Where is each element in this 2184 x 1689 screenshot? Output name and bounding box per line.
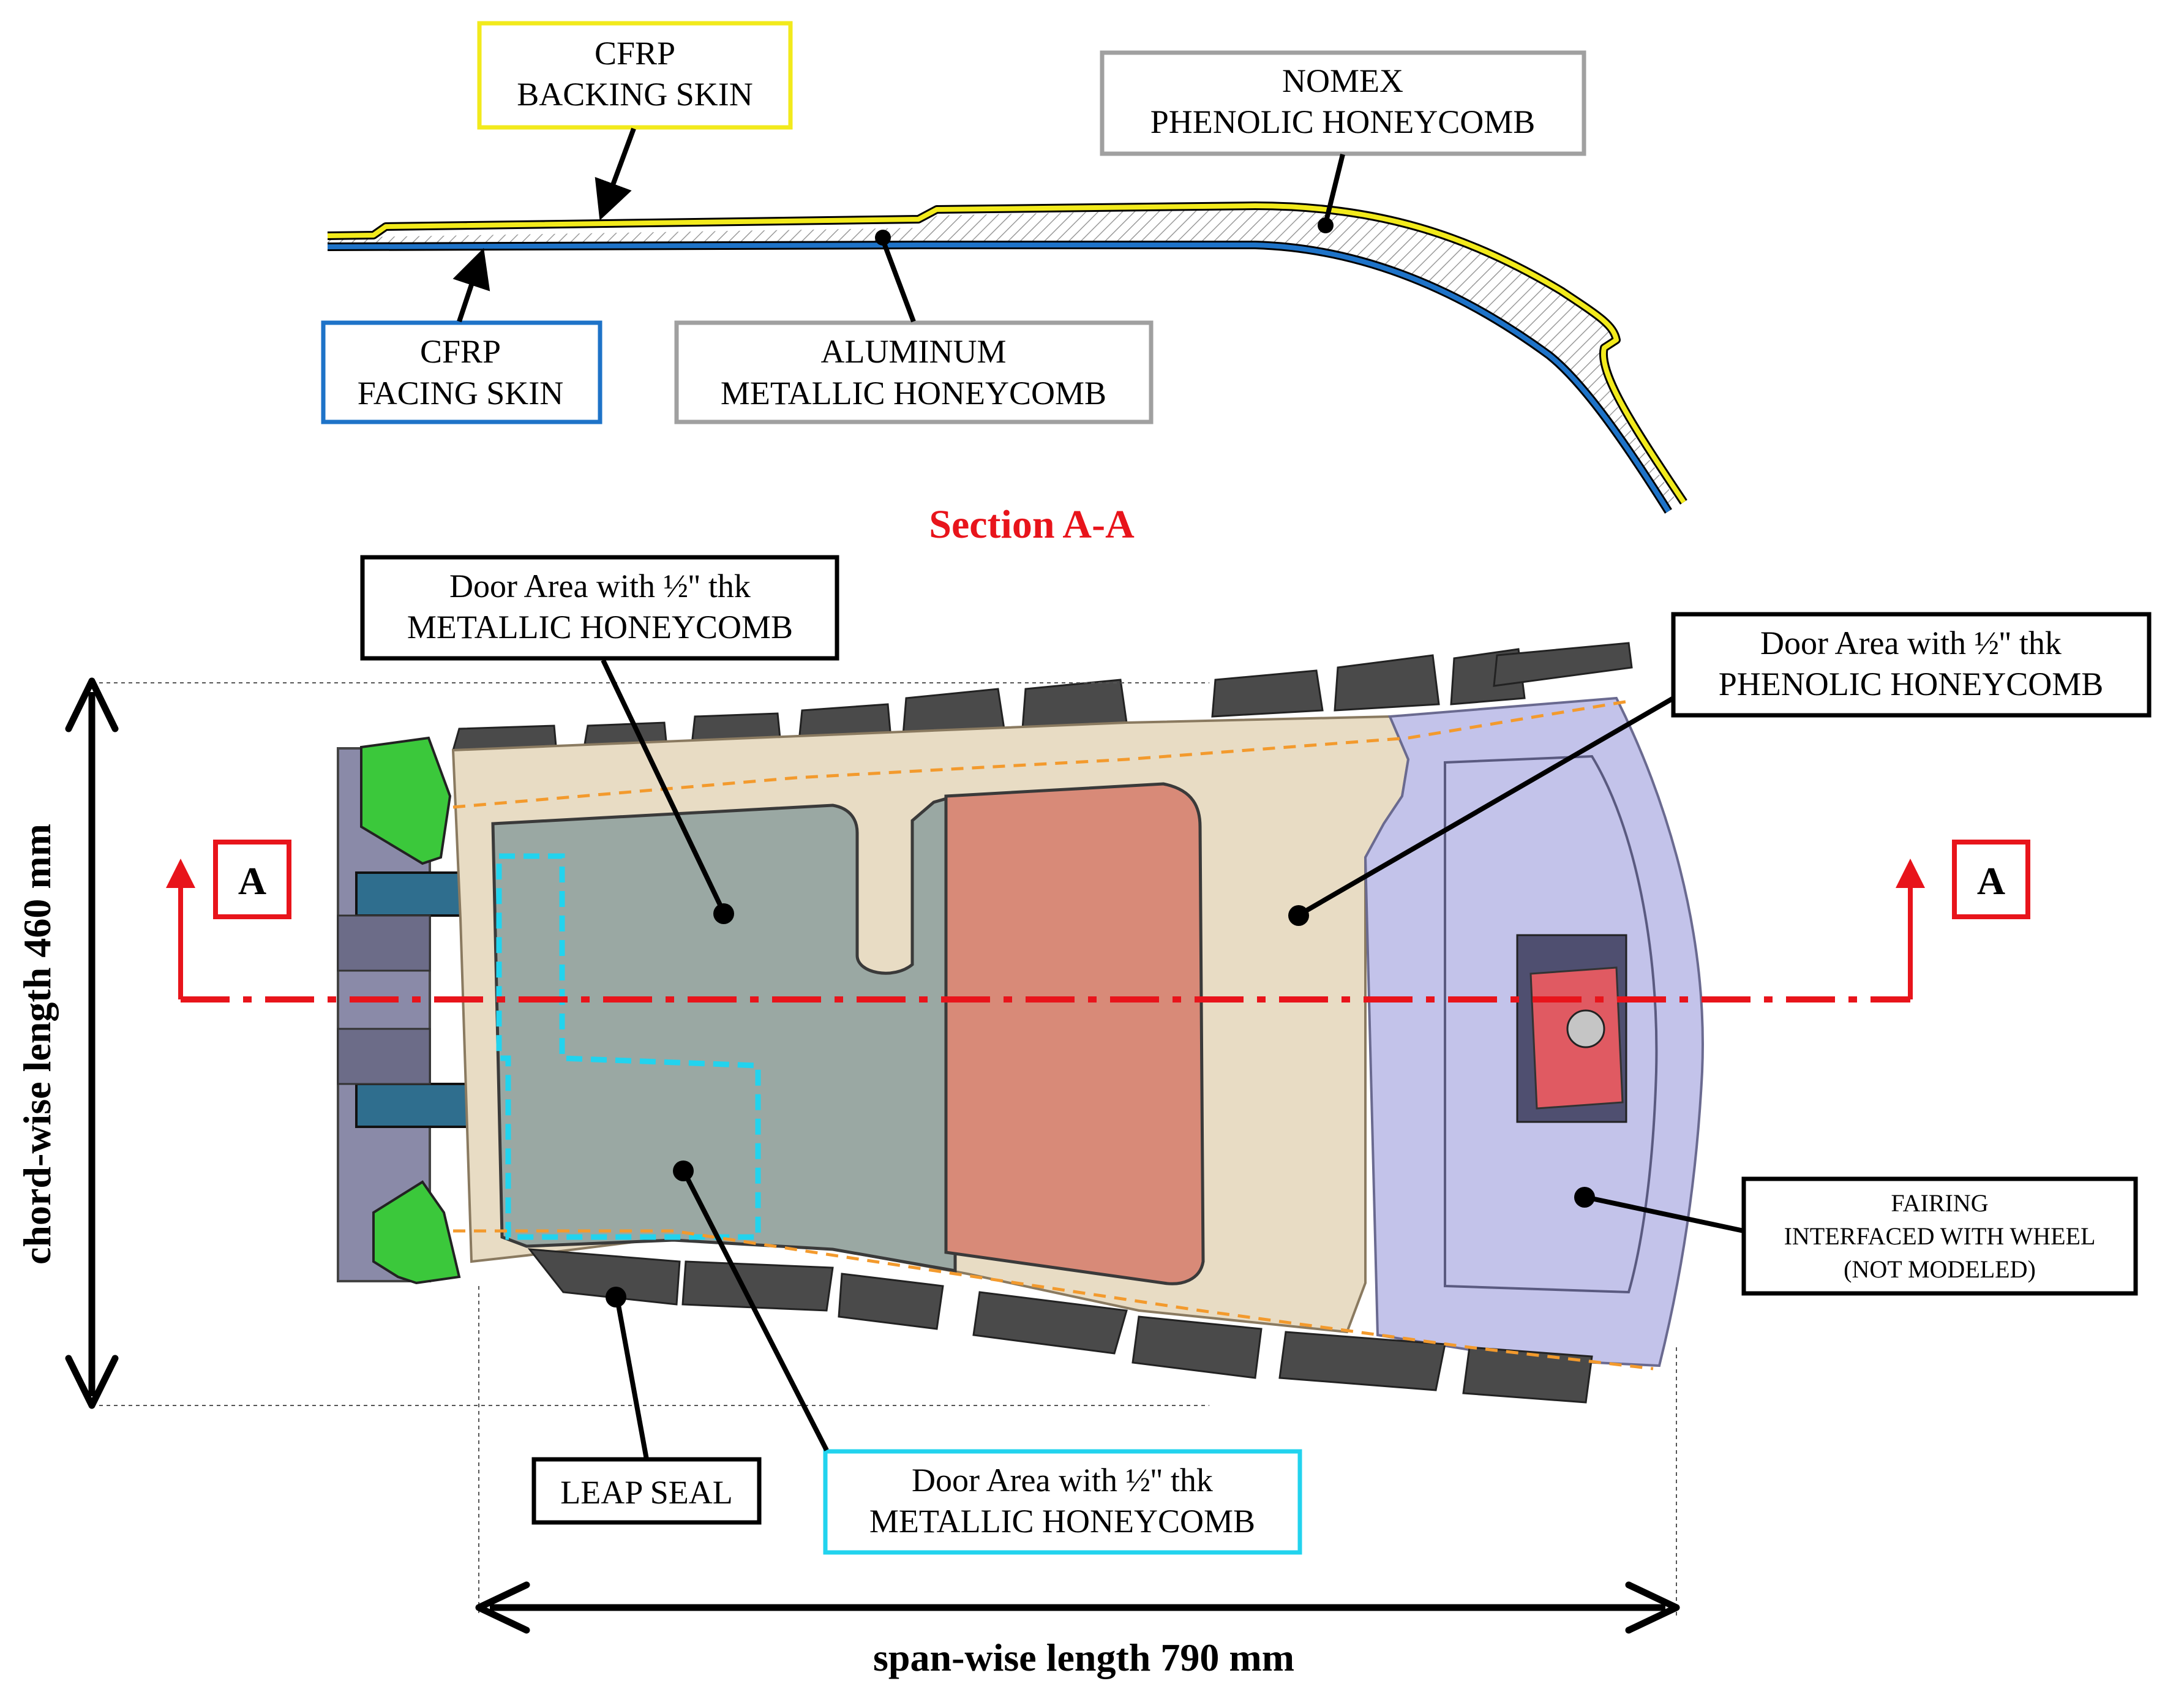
fairing-line2: INTERFACED WITH WHEEL <box>1784 1222 2096 1250</box>
backing-skin-line2: BACKING SKIN <box>517 76 753 113</box>
facing-skin-line2: FACING SKIN <box>358 375 564 412</box>
fairing-leader <box>1585 1195 1744 1233</box>
aluminum-leader <box>880 239 916 323</box>
callout-door-metallic-top: Door Area with ½'' thk METALLIC HONEYCOM… <box>360 555 839 661</box>
aluminum-line1: ALUMINUM <box>821 333 1007 370</box>
section-marker-right: A <box>1952 840 2030 919</box>
door-phenolic-dot <box>1288 905 1309 926</box>
chord-dimension: chord-wise length 460 mm <box>15 677 119 1409</box>
callout-door-metallic-bottom: Door Area with ½'' thk METALLIC HONEYCOM… <box>823 1449 1302 1555</box>
door-metallic-bottom-dot <box>673 1160 694 1181</box>
facing-skin-line1: CFRP <box>420 333 501 370</box>
section-marker-right-label: A <box>1977 859 2005 903</box>
nomex-line2: PHENOLIC HONEYCOMB <box>1150 103 1536 140</box>
door-model <box>337 642 1704 1404</box>
door-metallic-top-dot <box>713 903 734 924</box>
door-metallic-top-line2: METALLIC HONEYCOMB <box>407 609 793 645</box>
span-length-label: span-wise length 790 mm <box>873 1636 1294 1679</box>
cyan-dashed-outline <box>496 853 761 1240</box>
orange-guide-bottom <box>453 1229 1654 1371</box>
callout-fairing: FAIRING INTERFACED WITH WHEEL (NOT MODEL… <box>1741 1176 2138 1296</box>
door-metallic-bottom-line1: Door Area with ½'' thk <box>912 1462 1213 1499</box>
facing-skin-leader <box>452 247 490 323</box>
orange-guide-top <box>452 699 1629 809</box>
leap-seal-leader <box>615 1298 649 1460</box>
nomex-line1: NOMEX <box>1282 62 1403 99</box>
section-marker-left-label: A <box>238 859 266 903</box>
aluminum-dot <box>875 230 891 246</box>
section-title: Section A-A <box>929 502 1135 547</box>
fairing-dot <box>1574 1187 1595 1208</box>
door-phenolic-leader <box>1298 696 1675 917</box>
aluminum-line2: METALLIC HONEYCOMB <box>721 375 1106 412</box>
section-cut-line <box>166 859 1925 1002</box>
fairing-line1: FAIRING <box>1891 1189 1988 1217</box>
leap-seal-dot <box>606 1287 626 1307</box>
door-phenolic-line2: PHENOLIC HONEYCOMB <box>1719 666 2104 702</box>
fairing-line3: (NOT MODELED) <box>1844 1255 2036 1283</box>
span-dimension: span-wise length 790 mm <box>475 1581 1680 1679</box>
leap-seal-label: LEAP SEAL <box>560 1474 733 1511</box>
salmon-region <box>944 782 1205 1285</box>
nomex-dot <box>1318 217 1334 233</box>
chord-length-label: chord-wise length 460 mm <box>15 824 59 1265</box>
nomex-leader <box>1323 154 1345 224</box>
wheel-interface-patch <box>1516 934 1627 1123</box>
door-metallic-top-leader <box>601 659 726 914</box>
label-facing-skin: CFRP FACING SKIN <box>321 320 602 424</box>
bottom-seal-segments <box>527 1248 1593 1404</box>
callout-leap-seal: LEAP SEAL <box>531 1457 762 1525</box>
fairing-inner-panel <box>1444 754 1658 1294</box>
callout-door-phenolic: Door Area with ½'' thk PHENOLIC HONEYCOM… <box>1671 612 2152 718</box>
backing-skin-leader <box>595 127 636 221</box>
door-metallic-bottom-line2: METALLIC HONEYCOMB <box>869 1503 1255 1540</box>
door-metallic-top-line1: Door Area with ½'' thk <box>449 568 751 604</box>
section-marker-left: A <box>213 840 291 919</box>
top-seal-segments <box>452 642 1633 761</box>
door-phenolic-line1: Door Area with ½'' thk <box>1760 625 2062 661</box>
label-nomex: NOMEX PHENOLIC HONEYCOMB <box>1100 50 1586 156</box>
label-aluminum: ALUMINUM METALLIC HONEYCOMB <box>674 320 1154 424</box>
backing-skin-line1: CFRP <box>595 35 675 72</box>
door-metallic-bottom-leader <box>682 1172 829 1451</box>
honeycomb-core <box>328 208 1678 508</box>
label-backing-skin: CFRP BACKING SKIN <box>477 21 793 130</box>
